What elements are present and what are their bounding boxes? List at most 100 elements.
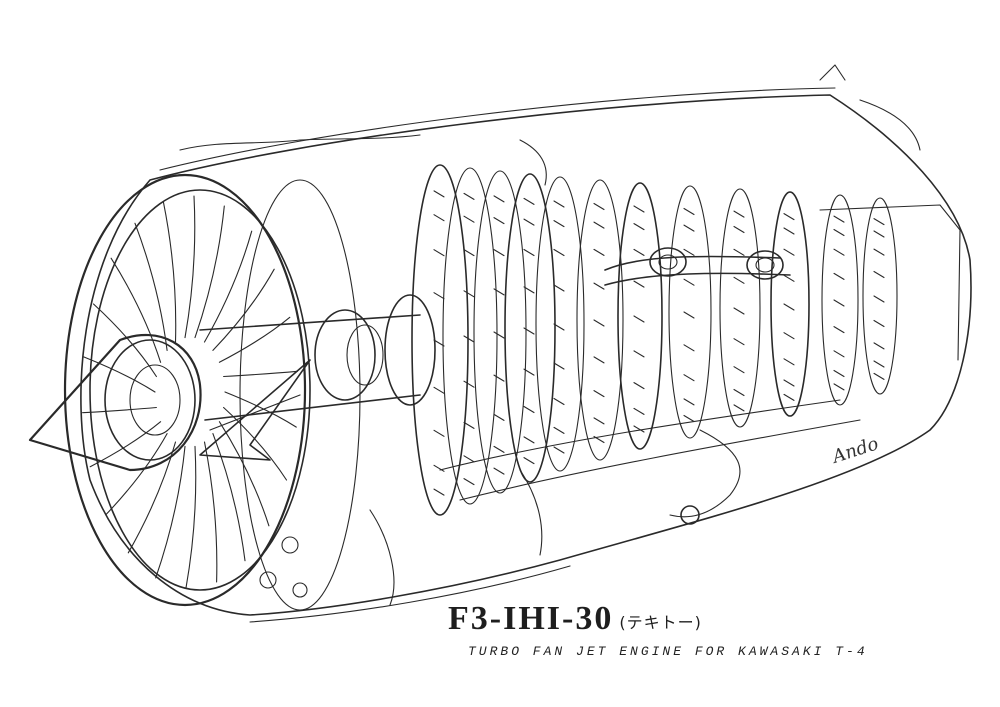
engine-model-kana: (テキトー) bbox=[619, 613, 702, 633]
compressor-vane bbox=[493, 288, 505, 296]
compressor-vane bbox=[553, 446, 565, 454]
fan-blade bbox=[224, 391, 297, 428]
compressor-vane bbox=[523, 405, 535, 414]
compressor-vane bbox=[553, 284, 565, 292]
compressor-vane bbox=[833, 326, 845, 334]
compressor-vane bbox=[493, 249, 505, 257]
compressor-vane bbox=[593, 248, 605, 256]
fan-blade bbox=[223, 370, 298, 378]
compressor-vane bbox=[593, 319, 605, 327]
compressor-vane bbox=[633, 350, 645, 358]
fan-blade bbox=[82, 406, 157, 414]
compressor-stage-ring bbox=[411, 164, 469, 516]
compressor-vane bbox=[833, 228, 845, 237]
compressor-vane bbox=[433, 214, 445, 222]
fan-blade bbox=[184, 195, 196, 339]
compressor-vane bbox=[553, 323, 565, 331]
compressor-vane bbox=[873, 372, 885, 380]
compressor-stage-ring bbox=[719, 188, 761, 428]
compressor-vane bbox=[783, 248, 795, 256]
compressor-vane bbox=[633, 280, 645, 288]
compressor-vane bbox=[683, 344, 695, 352]
compressor-vane bbox=[873, 270, 885, 279]
fan-blade bbox=[194, 205, 225, 339]
compressor-vane bbox=[733, 307, 745, 315]
compressor-vane bbox=[553, 220, 565, 228]
main-shaft bbox=[199, 294, 436, 421]
compressor-vane bbox=[783, 379, 795, 387]
compressor-vane bbox=[873, 342, 885, 350]
compressor-vane bbox=[463, 249, 475, 257]
compressor-vane bbox=[593, 221, 605, 229]
fan-blade bbox=[127, 441, 177, 554]
compressor-vane bbox=[433, 464, 445, 472]
fan-blade bbox=[203, 230, 253, 343]
compressor-vane bbox=[683, 374, 695, 382]
compressor-vane bbox=[683, 207, 695, 216]
engine-casing bbox=[80, 64, 972, 623]
fan-blade bbox=[185, 445, 197, 589]
compressor-vane bbox=[833, 248, 845, 256]
compressor-vane bbox=[633, 248, 645, 256]
compressor-vane bbox=[433, 190, 445, 198]
compressor-vane bbox=[783, 358, 795, 366]
compressor-vane bbox=[433, 429, 445, 437]
compressor-vane bbox=[523, 248, 535, 257]
compressor-vane bbox=[553, 248, 565, 257]
fan-blade bbox=[105, 433, 168, 516]
compressor-vane bbox=[493, 195, 505, 203]
compressor-vane bbox=[493, 217, 505, 225]
compressor-stage-ring bbox=[617, 182, 663, 450]
compressor-vane bbox=[873, 248, 885, 256]
compressor-vane bbox=[493, 374, 505, 382]
spinner-cone bbox=[28, 333, 311, 472]
compressor-vane bbox=[783, 332, 795, 340]
compressor-vane bbox=[783, 213, 795, 221]
compressor-vane bbox=[783, 393, 795, 401]
compressor-vane bbox=[833, 215, 845, 223]
compressor-vane bbox=[683, 398, 695, 406]
compressor-vane bbox=[873, 295, 885, 303]
accessories bbox=[179, 134, 547, 606]
turbine-section bbox=[439, 204, 961, 525]
compressor-vane bbox=[523, 457, 535, 465]
compressor-vane bbox=[833, 272, 845, 280]
compressor-vane bbox=[783, 274, 795, 282]
fan-blade bbox=[83, 356, 156, 393]
compressor-vane bbox=[833, 383, 845, 391]
compressor-vane bbox=[463, 455, 475, 463]
engine-model-title: F3-IHI-30(テキトー) bbox=[448, 600, 702, 638]
compressor-vane bbox=[633, 382, 645, 390]
compressor-vane bbox=[683, 248, 695, 256]
fan-blade bbox=[162, 201, 177, 343]
compressor-vane bbox=[523, 368, 535, 376]
engine-description: TURBO FAN JET ENGINE FOR KAWASAKI T-4 bbox=[468, 644, 868, 659]
compressor-vane bbox=[873, 230, 885, 238]
compressor-vane bbox=[733, 338, 745, 346]
compressor-stage-ring bbox=[576, 179, 624, 461]
compressor-vane bbox=[733, 248, 745, 256]
compressor-vane bbox=[433, 386, 445, 394]
fan-blade bbox=[134, 222, 168, 351]
compressor-vane bbox=[523, 327, 535, 335]
compressor-vane bbox=[493, 331, 505, 339]
engine-model-name: F3-IHI-30 bbox=[448, 600, 614, 637]
compressor-vane bbox=[593, 356, 605, 364]
compressor-vane bbox=[433, 292, 445, 300]
compressor-vane bbox=[553, 397, 565, 406]
compressor-vane bbox=[833, 369, 845, 378]
compressor-vane bbox=[463, 478, 475, 486]
compressor-vane bbox=[683, 224, 695, 232]
compressor-vane bbox=[433, 339, 445, 347]
compressor-vane bbox=[593, 202, 605, 211]
compressor-vane bbox=[593, 390, 605, 398]
compressor-vane bbox=[683, 311, 695, 319]
fan-blade bbox=[212, 433, 246, 562]
compressor-vane bbox=[463, 380, 475, 388]
compressor-vane bbox=[493, 445, 505, 453]
compressor-vane bbox=[463, 421, 475, 429]
compressor-vane bbox=[433, 249, 445, 257]
fan-ring bbox=[63, 173, 361, 611]
compressor-vane bbox=[433, 488, 445, 496]
